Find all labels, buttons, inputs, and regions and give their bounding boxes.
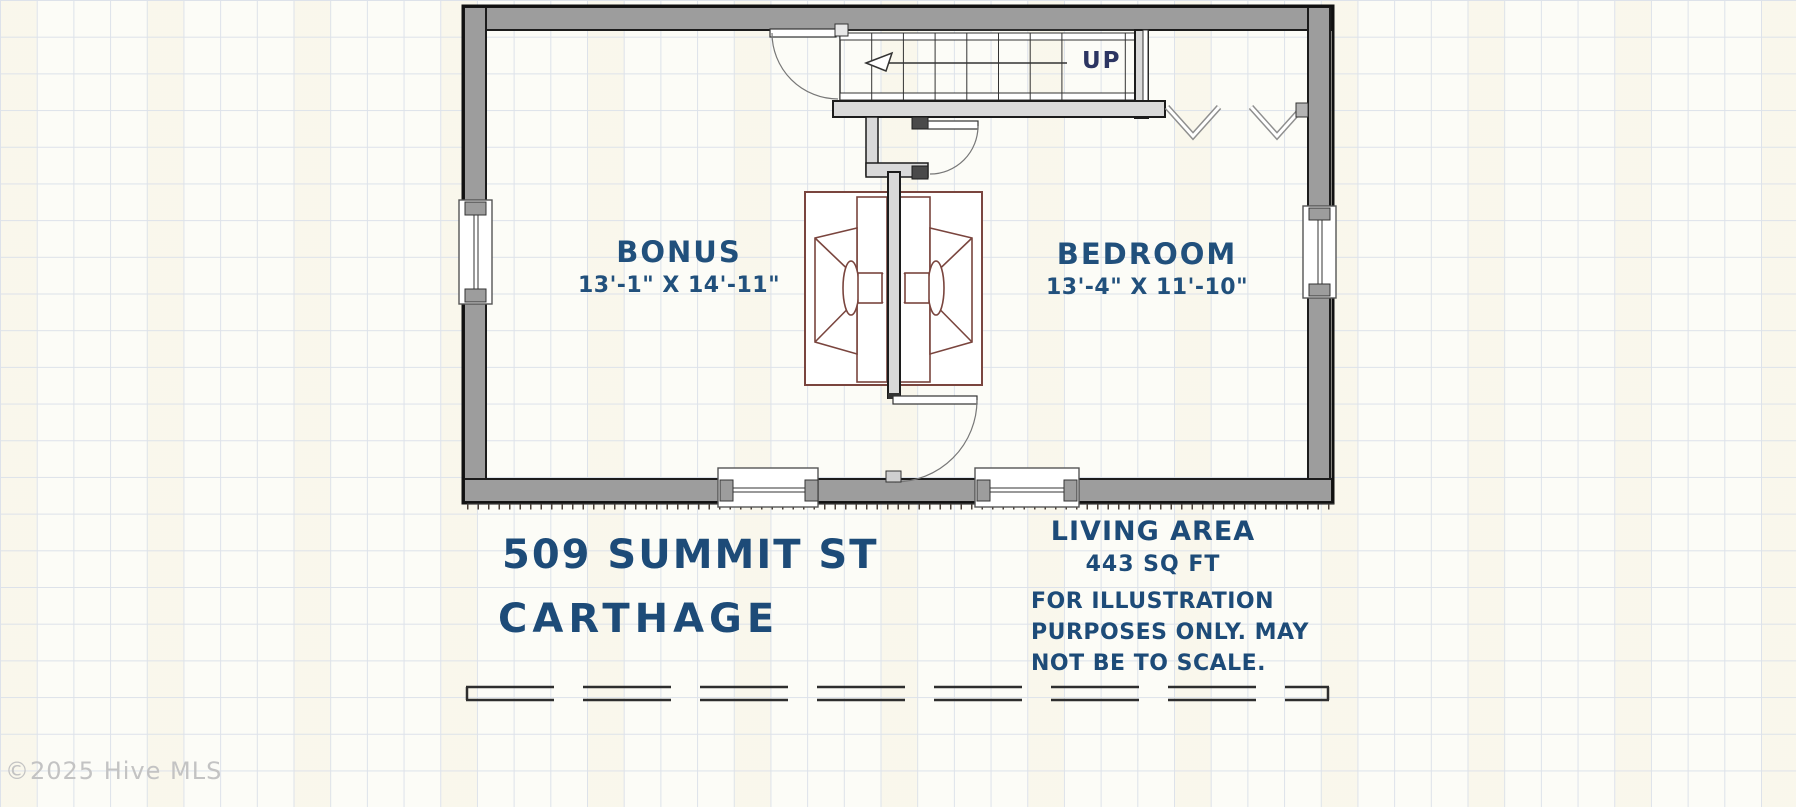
bonus-room-label-block: BONUS 13'-1" X 14'-11" [545,235,813,298]
bedroom-door-arc [894,399,978,483]
center-partition-wall [887,171,901,399]
living-area-block: LIVING AREA 443 SQ FT [1020,516,1286,577]
stair-alcove [865,116,979,180]
bedroom-name: BEDROOM [1056,237,1238,271]
address-street: 509 SUMMIT ST [502,532,879,578]
right-window [1302,205,1337,299]
address-city: CARTHAGE [498,596,780,642]
alcove-door [927,120,979,175]
stair-treads [871,33,1126,100]
disclaimer-line-2: PURPOSES ONLY. MAY [1031,620,1309,645]
siding-hatch [467,503,1334,510]
stair-bottom-rail [839,92,1136,101]
bedroom-dimensions: 13'-4" X 11'-10" [1045,275,1249,300]
living-area-value: 443 SQ FT [1085,552,1221,577]
bedroom-door [885,395,978,483]
bedroom-label-block: BEDROOM 13'-4" X 11'-10" [1013,237,1281,300]
stair-door [769,23,849,100]
closet-bifold-doors [1164,102,1309,141]
disclaimer-block: FOR ILLUSTRATION PURPOSES ONLY. MAY NOT … [1031,586,1309,679]
closet-partition [1142,29,1149,104]
living-area-label: LIVING AREA [1050,516,1256,547]
bottom-window-1 [717,467,819,508]
bonus-room-name: BONUS [616,235,742,269]
stairs-up-label: UP [1082,48,1122,74]
left-window [458,199,493,305]
disclaimer-line-1: FOR ILLUSTRATION [1031,589,1275,614]
stair-top-rail [839,32,1136,41]
foundation-dashed-outline [465,685,1330,702]
stair-direction-arrow [863,51,1067,72]
stair-door-arc [771,32,839,100]
disclaimer-line-3: NOT BE TO SCALE. [1031,651,1267,676]
under-stair-wall [832,100,1166,118]
mls-watermark: ©2025 Hive MLS [5,757,223,785]
bottom-window-2 [974,467,1080,508]
bonus-room-dimensions: 13'-1" X 14'-11" [577,273,781,298]
alcove-door-arc [929,125,979,175]
top-wall [463,6,1333,31]
